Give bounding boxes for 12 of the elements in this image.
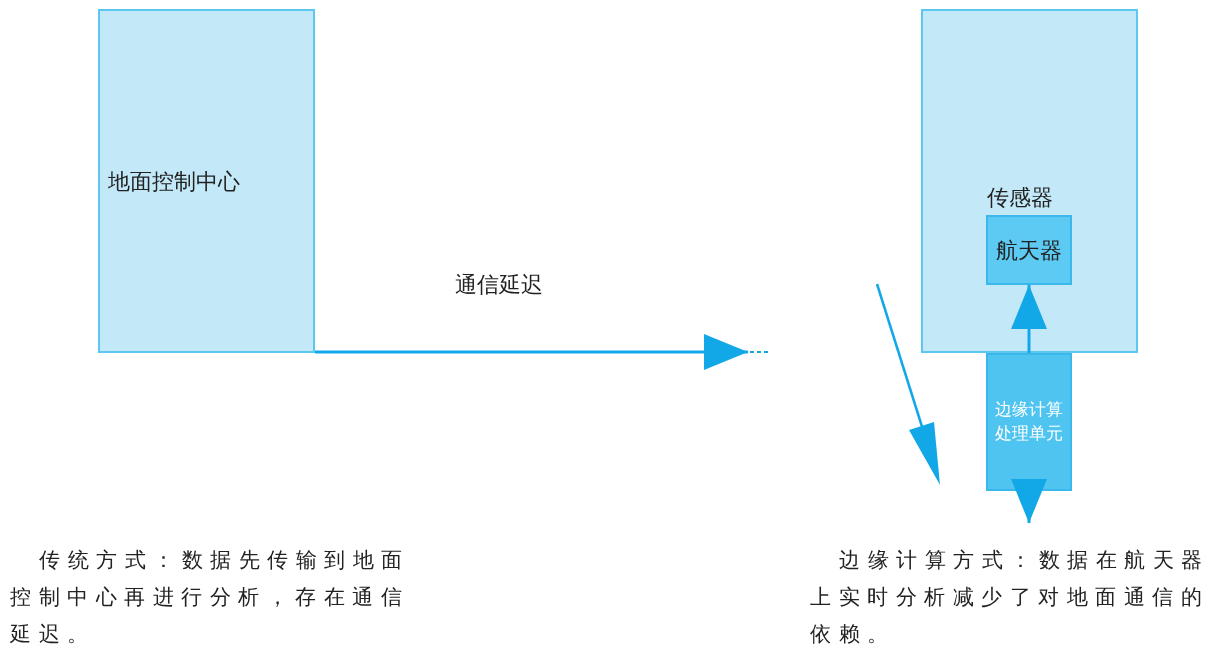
node-label: 传感器 bbox=[987, 187, 1053, 209]
process-box bbox=[921, 9, 1138, 353]
arrow bbox=[315, 334, 748, 370]
process-box bbox=[986, 215, 1072, 285]
note-text: 传统方式：数据先传输到地面控制中心再进行分析，存在通信延迟。 bbox=[10, 547, 411, 648]
process-box bbox=[986, 353, 1072, 491]
arrow bbox=[1011, 285, 1047, 353]
node-label: 航天器 bbox=[996, 236, 1062, 265]
process-box bbox=[98, 9, 315, 353]
node-label: 边缘计算处理单元 bbox=[994, 398, 1064, 445]
node-label: 地面控制中心 bbox=[107, 167, 240, 196]
note-text: 边缘计算方式：数据在航天器上实时分析减少了对地面通信的依赖。 bbox=[810, 547, 1211, 648]
